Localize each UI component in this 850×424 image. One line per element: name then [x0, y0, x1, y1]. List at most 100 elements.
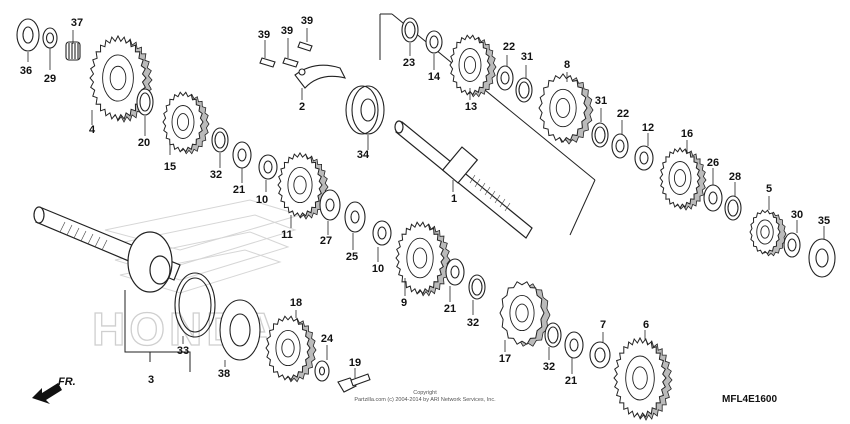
bolt-19: [337, 373, 371, 393]
callout-36[interactable]: 36: [20, 65, 32, 77]
callout-16[interactable]: 16: [681, 128, 693, 140]
bearing-36: [16, 18, 40, 52]
callout-1[interactable]: 1: [451, 193, 457, 205]
circlip-32b: [468, 274, 486, 300]
diagram-code: MFL4E1600: [722, 394, 777, 405]
washer-22a: [496, 65, 514, 91]
gear-17: [499, 281, 551, 347]
callout-19[interactable]: 19: [349, 357, 361, 369]
circlip-28: [724, 195, 742, 221]
callout-23[interactable]: 23: [403, 57, 415, 69]
callout-12[interactable]: 12: [642, 122, 654, 134]
callout-39[interactable]: 39: [281, 25, 293, 37]
washer-37: [42, 27, 58, 49]
callout-9[interactable]: 9: [401, 297, 407, 309]
callout-8[interactable]: 8: [564, 59, 570, 71]
gear-5: [749, 209, 787, 257]
assembly-bracket-3: [124, 290, 191, 372]
callout-26[interactable]: 26: [707, 157, 719, 169]
washer-21a: [232, 141, 252, 169]
circlip-31b: [591, 122, 609, 148]
bush-10b: [372, 220, 392, 246]
arrow-icon: [32, 383, 62, 404]
gear-9: [395, 221, 451, 297]
callout-11[interactable]: 11: [281, 229, 293, 241]
callout-17[interactable]: 17: [499, 353, 511, 365]
bush-10a: [258, 154, 278, 180]
callout-10[interactable]: 10: [256, 194, 268, 206]
washer-30: [783, 232, 801, 258]
callout-7[interactable]: 7: [600, 319, 606, 331]
callout-15[interactable]: 15: [164, 161, 176, 173]
callout-32[interactable]: 32: [467, 317, 479, 329]
callout-39[interactable]: 39: [258, 29, 270, 41]
washer-27: [319, 189, 341, 221]
circlip-33: [174, 272, 216, 338]
bearing-35: [808, 238, 836, 278]
callout-13[interactable]: 13: [465, 101, 477, 113]
gear-16: [659, 147, 707, 211]
callout-2[interactable]: 2: [299, 101, 305, 113]
copyright-line-2: Partzilla.com (c) 2004-2014 by ARI Netwo…: [354, 397, 496, 403]
callout-31[interactable]: 31: [521, 51, 533, 63]
callout-10[interactable]: 10: [372, 263, 384, 275]
callout-39[interactable]: 39: [301, 15, 313, 27]
plate-2: [294, 64, 347, 89]
countershaft-3: [33, 206, 181, 293]
callout-20[interactable]: 20: [138, 137, 150, 149]
washer-26: [703, 184, 723, 212]
washer-22b: [611, 133, 629, 159]
callout-5[interactable]: 5: [766, 183, 772, 195]
callout-22[interactable]: 22: [617, 108, 629, 120]
callout-24[interactable]: 24: [321, 333, 334, 345]
mainshaft-1: [394, 120, 533, 239]
callout-14[interactable]: 14: [428, 71, 441, 83]
bush-12: [634, 145, 654, 171]
circlip-20: [136, 88, 154, 116]
small-parts: [16, 17, 836, 393]
gear-8: [538, 73, 594, 145]
callout-21[interactable]: 21: [565, 375, 577, 387]
washer-21b: [445, 258, 465, 286]
callout-37[interactable]: 37: [71, 17, 83, 29]
callout-28[interactable]: 28: [729, 171, 741, 183]
washer-24: [314, 360, 330, 382]
callout-22[interactable]: 22: [503, 41, 515, 53]
circlip-31a: [515, 77, 533, 103]
gear-18: [265, 315, 317, 383]
callout-38[interactable]: 38: [218, 368, 230, 380]
copyright-line-1: Copyright: [413, 390, 437, 396]
callout-21[interactable]: 21: [444, 303, 456, 315]
callout-31[interactable]: 31: [595, 95, 607, 107]
callout-18[interactable]: 18: [290, 297, 302, 309]
washer-21c: [564, 331, 584, 359]
gear-parts: [89, 34, 787, 421]
leader-lines: [27, 28, 825, 378]
circlip-32a: [211, 127, 229, 153]
gear-15: [162, 91, 210, 155]
gear-13: [449, 34, 497, 98]
callout-32[interactable]: 32: [543, 361, 555, 373]
callout-3[interactable]: 3: [148, 374, 154, 386]
washer-25: [344, 201, 366, 233]
callout-25[interactable]: 25: [346, 251, 358, 263]
callout-34[interactable]: 34: [357, 149, 370, 161]
bolts-39: [259, 41, 313, 68]
needle-bearing-29: [65, 41, 81, 61]
callout-21[interactable]: 21: [233, 184, 245, 196]
callout-33[interactable]: 33: [177, 345, 189, 357]
bush-7: [589, 341, 611, 369]
callout-32[interactable]: 32: [210, 169, 222, 181]
callout-35[interactable]: 35: [818, 215, 830, 227]
bush-14: [425, 30, 443, 54]
bearing-34: [345, 85, 385, 135]
callout-29[interactable]: 29: [44, 73, 56, 85]
callout-30[interactable]: 30: [791, 209, 803, 221]
front-direction-indicator: FR.: [32, 376, 76, 404]
callout-6[interactable]: 6: [643, 319, 649, 331]
bearing-38: [219, 299, 261, 361]
gear-6: [613, 336, 673, 421]
callout-27[interactable]: 27: [320, 235, 332, 247]
callout-4[interactable]: 4: [89, 124, 96, 136]
